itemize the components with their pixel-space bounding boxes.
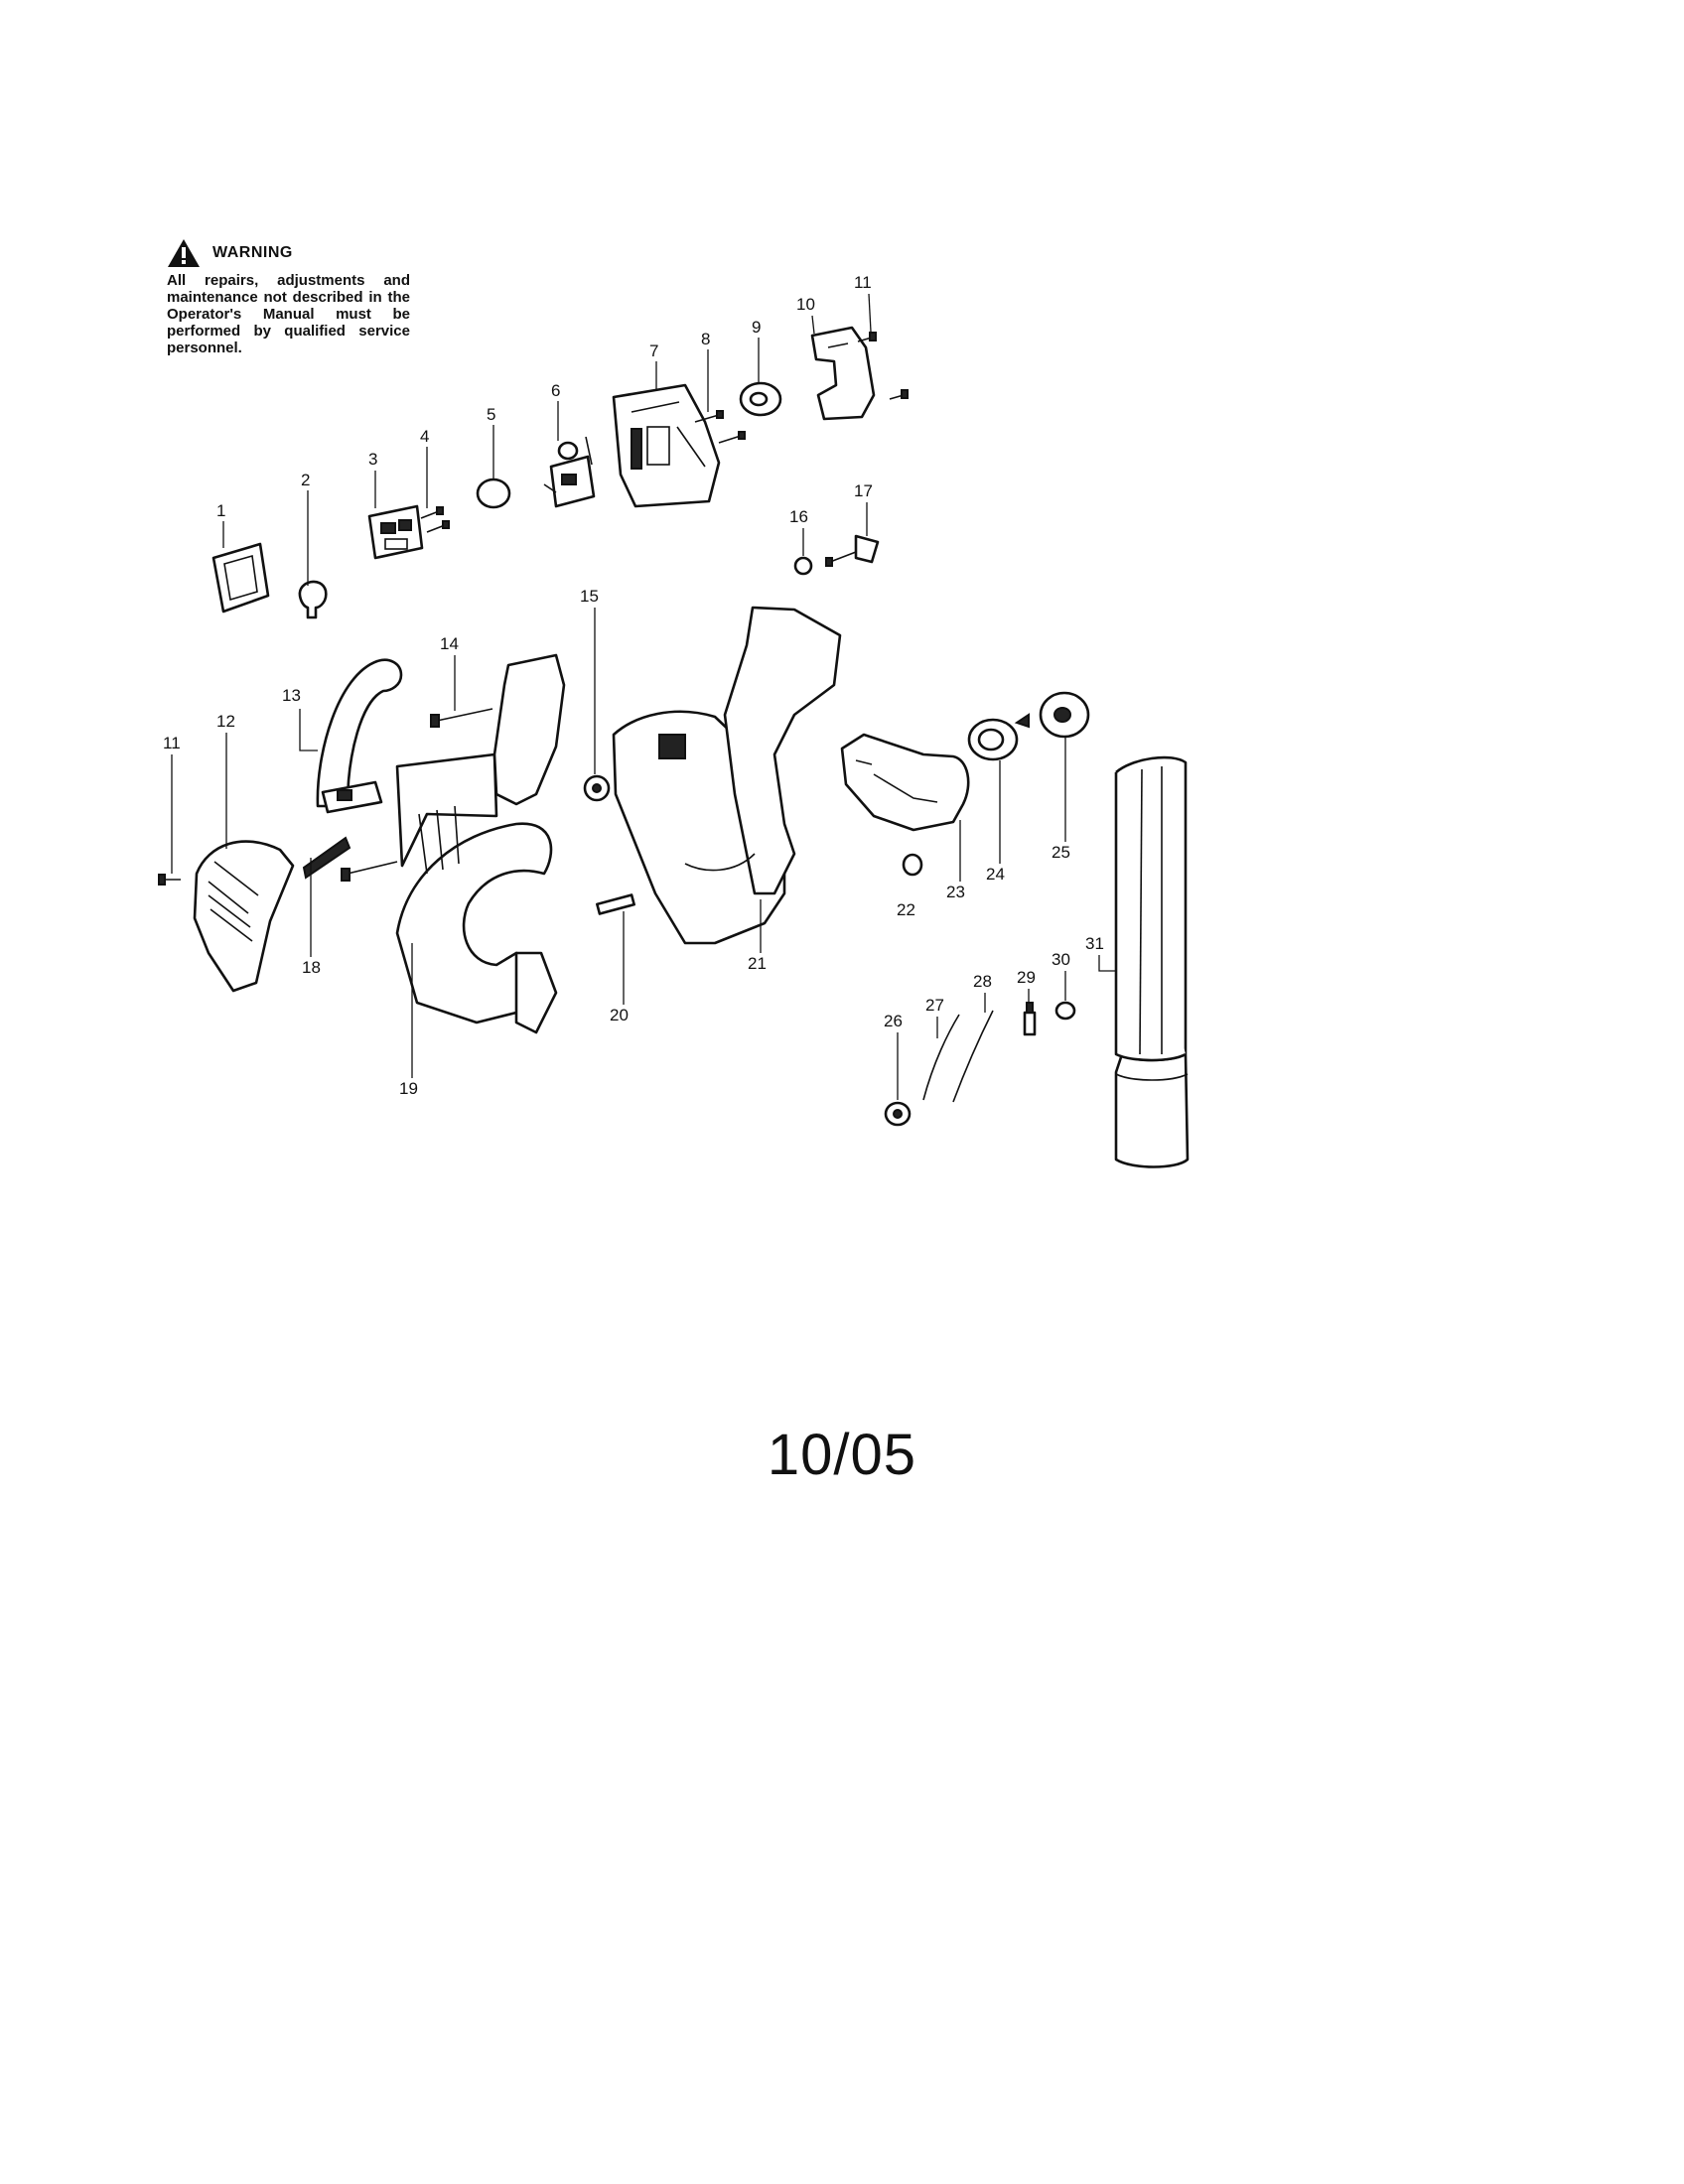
label-part-6: 6 [551, 381, 560, 400]
part-29-filter [1023, 1002, 1037, 1036]
part-19-front-housing [395, 653, 566, 1034]
part-14-screw [430, 708, 493, 728]
label-part-2: 2 [301, 471, 310, 489]
label-part-7: 7 [649, 341, 658, 360]
label-part-3: 3 [368, 450, 377, 469]
label-part-12: 12 [216, 712, 235, 731]
label-part-11-top: 11 [854, 273, 872, 292]
part-13-handle [316, 658, 403, 814]
warning-title: WARNING [212, 244, 293, 261]
part-9-ring [739, 381, 782, 417]
label-part-15: 15 [580, 587, 599, 606]
label-part-17: 17 [854, 481, 873, 500]
warning-triangle-icon [168, 239, 200, 267]
part-17-knob [825, 534, 880, 567]
part-12-cover [193, 840, 295, 993]
part-6-carburetor [543, 436, 596, 508]
label-part-31: 31 [1085, 934, 1104, 953]
part-24-ring [967, 718, 1019, 761]
part-16-nut [793, 556, 813, 576]
label-part-22: 22 [897, 900, 915, 919]
part-30-grommet [1054, 1001, 1076, 1021]
part-8-screws [694, 410, 746, 444]
label-part-5: 5 [487, 405, 495, 424]
label-part-13: 13 [282, 686, 301, 705]
warning-notice: WARNING All repairs, adjustments and mai… [167, 238, 410, 356]
part-26-washer [884, 1101, 912, 1127]
label-part-10: 10 [796, 295, 815, 314]
label-part-19: 19 [399, 1079, 418, 1098]
part-20-pin [596, 893, 635, 915]
part-22-bushing [902, 853, 923, 877]
label-part-14: 14 [440, 634, 459, 653]
label-part-20: 20 [610, 1006, 629, 1024]
part-18-screw [341, 861, 398, 882]
label-part-1: 1 [216, 501, 225, 520]
label-part-21: 21 [748, 954, 767, 973]
label-part-25: 25 [1052, 843, 1070, 862]
label-part-4: 4 [420, 427, 429, 446]
part-11-screw-top [857, 332, 909, 400]
part-15-gear [583, 774, 611, 802]
part-31-blower-tube [1114, 755, 1190, 1168]
part-27-tube [922, 1014, 960, 1101]
page-date: 10/05 [767, 1423, 917, 1487]
part-2-bulb [298, 580, 328, 619]
label-part-28: 28 [973, 972, 992, 991]
part-1-gasket [211, 542, 270, 614]
warning-text: All repairs, adjustments and maintenance… [167, 272, 410, 356]
leader-lines [171, 293, 1116, 1100]
part-21-rear-housing [612, 606, 842, 945]
label-part-11-left: 11 [163, 734, 181, 752]
part-23-elbow [840, 733, 970, 832]
part-18-foam [302, 836, 351, 880]
label-part-26: 26 [884, 1012, 903, 1030]
label-part-23: 23 [946, 883, 965, 901]
part-7-housing-plate [612, 383, 721, 508]
part-4-screws [420, 506, 450, 533]
label-part-9: 9 [752, 318, 761, 337]
part-25-impeller [1014, 691, 1090, 739]
part-10-bracket [810, 326, 876, 421]
part-11-screw-left [158, 874, 181, 886]
part-labels: 1 2 3 4 5 6 7 8 9 10 11 11 12 13 14 15 1… [163, 273, 1104, 1098]
part-3-block [367, 504, 424, 560]
part-28-tube [952, 1010, 994, 1103]
label-part-16: 16 [789, 507, 808, 526]
label-part-30: 30 [1052, 950, 1070, 969]
label-part-8: 8 [701, 330, 710, 348]
warning-header: WARNING [167, 238, 410, 268]
label-part-29: 29 [1017, 968, 1036, 987]
label-part-27: 27 [925, 996, 944, 1015]
label-part-18: 18 [302, 958, 321, 977]
label-part-24: 24 [986, 865, 1005, 884]
part-5-cap [476, 478, 511, 509]
